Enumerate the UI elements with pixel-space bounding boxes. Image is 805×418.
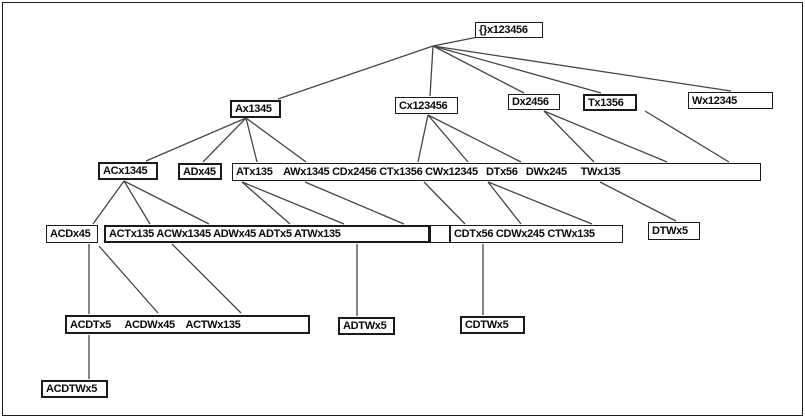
node-acd: ACDx45	[46, 225, 98, 243]
node-cdtw: CDTWx5	[460, 316, 525, 334]
node-level4-group: ACDTx5 ACDWx45 ACTWx135	[65, 315, 310, 334]
node-level3-group: ACTx135 ACWx1345 ADWx45 ADTx5 ATWx135	[104, 225, 430, 243]
node-d: Dx2456	[508, 94, 560, 110]
node-c: Cx123456	[395, 97, 458, 114]
node-level3-empty-cell	[430, 225, 450, 243]
node-w: Wx12345	[688, 92, 773, 109]
node-ad: ADx45	[178, 163, 222, 180]
node-ac: ACx1345	[98, 162, 158, 180]
node-dtw: DTWx5	[648, 222, 700, 240]
node-a: Ax1345	[230, 100, 281, 118]
node-adtw: ADTWx5	[338, 317, 395, 335]
node-t: Tx1356	[583, 94, 637, 111]
node-cd-group: CDTx56 CDWx245 CTWx135	[450, 225, 623, 243]
node-acdtw: ACDTWx5	[41, 380, 108, 398]
node-level2-group: ATx135 AWx1345 CDx2456 CTx1356 CWx12345 …	[232, 163, 761, 181]
node-empty-set: {}x123456	[475, 22, 543, 38]
